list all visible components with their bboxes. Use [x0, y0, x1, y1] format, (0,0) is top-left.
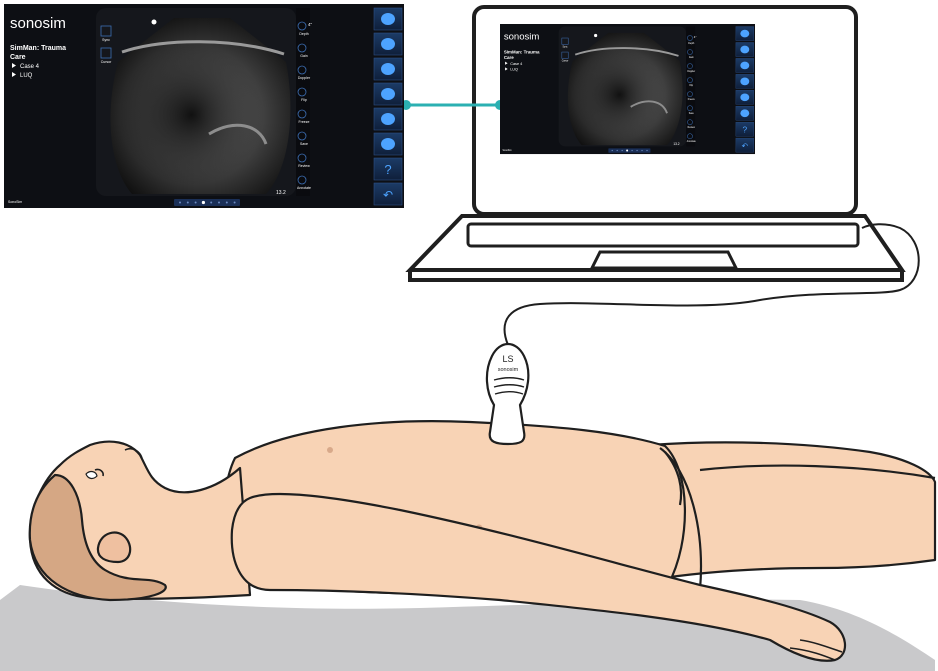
laptop-depth-readout: 13.2 [673, 142, 679, 146]
pager-dot[interactable] [210, 202, 212, 204]
probe-icon [740, 109, 749, 117]
large-left-tool-label: Cursor [101, 60, 112, 64]
large-side-button-back[interactable]: ↶ [374, 183, 402, 205]
pager-dot[interactable] [179, 202, 181, 204]
large-side-button-head[interactable] [374, 83, 402, 105]
pager-dot[interactable] [631, 150, 632, 151]
pager-dot[interactable] [234, 202, 236, 204]
laptop-tree-label: Case 4 [510, 62, 523, 66]
laptop-tool-label: Review [688, 127, 696, 129]
large-image-pager[interactable] [174, 199, 240, 206]
pager-dot[interactable] [622, 150, 623, 151]
ultrasound-probe: LS sonosim [487, 344, 528, 444]
large-tool-label: Save [300, 142, 308, 146]
laptop-tool-label: Annotate [687, 140, 697, 143]
large-tool-label: Flip [301, 98, 307, 102]
torso-icon [740, 62, 749, 70]
laptop-side-button-body[interactable] [736, 42, 754, 56]
mannequin-ear [98, 533, 130, 562]
library-icon [740, 30, 749, 38]
laptop-tool-label: Gain [689, 57, 694, 59]
large-depth-readout: 13.2 [276, 190, 286, 196]
laptop-side-button-head[interactable] [736, 74, 754, 88]
large-tool-label: Freeze [299, 120, 310, 124]
laptop-tree-label: LUQ [510, 68, 518, 72]
probe-brand: sonosim [498, 367, 519, 373]
pager-dot[interactable] [636, 150, 637, 151]
large-tree-label: Case 4 [20, 64, 40, 70]
laptop-tool-label: Save [689, 113, 695, 115]
pager-dot[interactable] [195, 202, 197, 204]
laptop-tool-label: Depth [688, 42, 695, 45]
help-icon: ? [384, 162, 391, 177]
large-tree-label: LUQ [20, 73, 33, 79]
pager-dot[interactable] [612, 150, 613, 151]
pager-dot[interactable] [626, 150, 628, 152]
laptop-side-button-organ[interactable] [736, 90, 754, 104]
pager-dot[interactable] [187, 202, 189, 204]
pager-dot[interactable] [646, 150, 647, 151]
large-tool-label: Review [298, 164, 310, 168]
large-case-title-line1: SimMan: Trauma [10, 45, 66, 52]
laptop-tool-label: Freeze [688, 98, 696, 101]
laptop-tool-value: 4" [694, 35, 697, 39]
help-icon: ? [742, 125, 747, 134]
back-icon: ↶ [742, 141, 748, 150]
head-icon [381, 88, 395, 100]
laptop-side-button-torso[interactable] [736, 58, 754, 72]
laptop-case-title-line2: Care [504, 55, 514, 60]
organ-icon [740, 93, 749, 101]
large-side-button-help[interactable]: ? [374, 158, 402, 180]
large-left-tool-label: Sync [102, 38, 110, 42]
large-side-button-torso[interactable] [374, 58, 402, 80]
mannequin-legs [650, 442, 935, 580]
probe-logo: LS [502, 354, 513, 364]
large-brand-logo: sonosim [10, 15, 66, 32]
organ-icon [381, 113, 395, 125]
laptop-brand-logo: sonosim [504, 31, 540, 42]
probe-icon [381, 138, 395, 150]
body-icon [381, 38, 395, 50]
laptop-image-pager[interactable] [608, 148, 650, 152]
large-case-title-line2: Care [10, 54, 26, 61]
laptop-side-button-help[interactable]: ? [736, 122, 754, 136]
large-tool-label: Gain [300, 54, 307, 58]
head-icon [740, 78, 749, 86]
laptop-tool-label: Doppler [687, 70, 695, 73]
pager-dot[interactable] [218, 202, 220, 204]
large-side-button-probe[interactable] [374, 133, 402, 155]
laptop-case-title-line1: SimMan: Trauma [504, 49, 540, 54]
laptop-left-tool-label: Cursor [562, 60, 569, 63]
large-tool-label: Doppler [298, 76, 311, 80]
laptop-side-button-library[interactable] [736, 27, 754, 41]
pager-dot[interactable] [641, 150, 642, 151]
large-tool-label: Annotate [297, 186, 311, 190]
laptop-side-button-back[interactable]: ↶ [736, 138, 754, 152]
pager-dot[interactable] [202, 201, 205, 204]
back-icon: ↶ [383, 188, 393, 202]
large-side-button-organ[interactable] [374, 108, 402, 130]
large-footer-label: SonoSim [8, 200, 22, 204]
laptop-orientation-marker [594, 34, 597, 37]
body-icon [740, 46, 749, 54]
laptop-footer-label: SonoSim [503, 150, 512, 152]
laptop-screen: sonosimSimMan: TraumaCareCase 4 LUQ SonoSi… [500, 24, 755, 154]
pager-dot[interactable] [226, 202, 228, 204]
large-orientation-marker [152, 20, 157, 25]
library-icon [381, 13, 395, 25]
large-side-button-body[interactable] [374, 33, 402, 55]
large-tool-value: 4" [308, 22, 313, 27]
large-tool-label: Depth [299, 32, 308, 36]
large-side-button-library[interactable] [374, 8, 402, 30]
laptop-side-button-probe[interactable] [736, 106, 754, 120]
torso-icon [381, 63, 395, 75]
pager-dot[interactable] [617, 150, 618, 151]
